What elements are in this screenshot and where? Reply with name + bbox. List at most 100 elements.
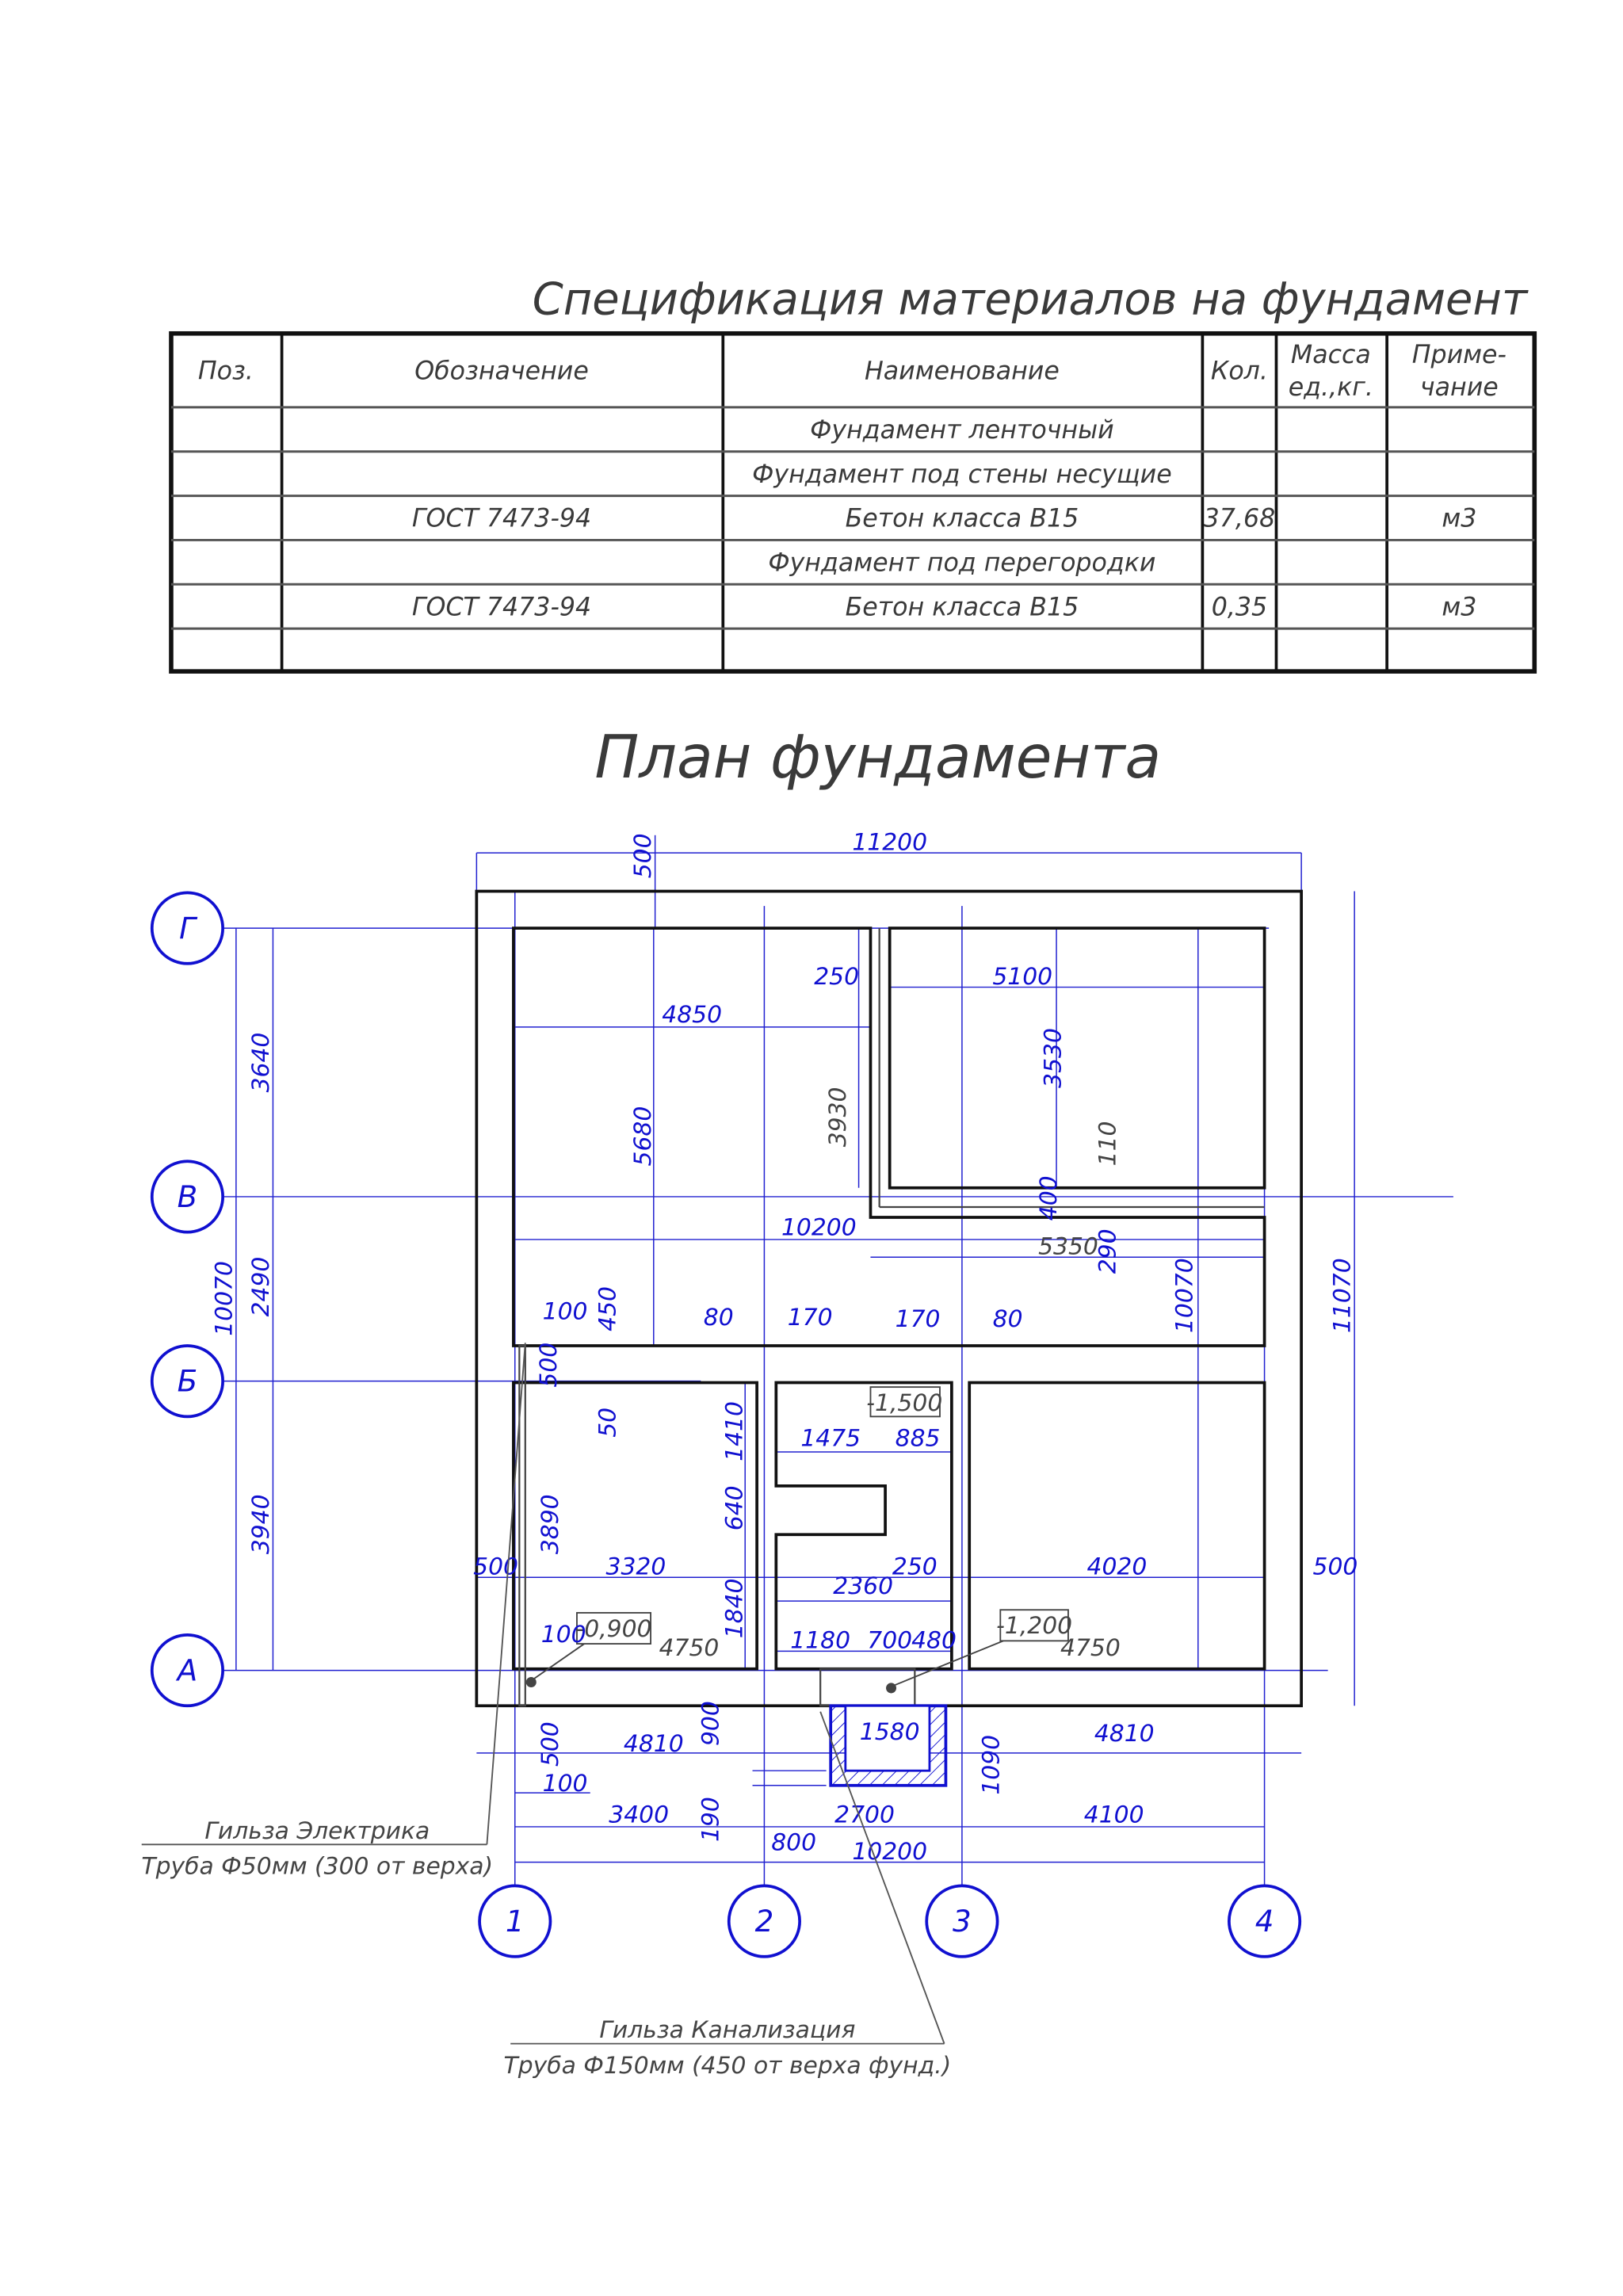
dim-label: 250 xyxy=(892,1553,938,1581)
sewer-pit xyxy=(829,1704,948,1787)
dim-label: 3530 xyxy=(1040,1028,1067,1088)
row-5-note: м3 xyxy=(1442,593,1476,621)
axis-col-2: 2 xyxy=(727,1884,801,1958)
foundation-outline xyxy=(475,889,1303,1708)
spec-title: Спецификация материалов на фундамент xyxy=(533,274,1529,326)
dim-label: 700 xyxy=(867,1627,912,1655)
dim-label: 3320 xyxy=(606,1553,666,1581)
svg-text:Труба Ф50мм (300 от верха): Труба Ф50мм (300 от верха) xyxy=(141,1853,493,1881)
dim-label: 2360 xyxy=(833,1572,893,1600)
dim-label: 480 xyxy=(911,1627,957,1655)
dim-label: 80 xyxy=(993,1305,1023,1333)
dim-label: 1180 xyxy=(790,1627,850,1655)
dim-label: 10070 xyxy=(210,1261,238,1336)
dim-label: 10070 xyxy=(1170,1258,1198,1333)
dim-label: 1580 xyxy=(860,1718,920,1746)
header-note-1: Приме- xyxy=(1412,341,1507,369)
dim-label: 10200 xyxy=(852,1838,927,1866)
dim-label: 500 xyxy=(537,1721,564,1767)
svg-text:Б: Б xyxy=(178,1364,198,1399)
row-3-qty: 37,68 xyxy=(1204,505,1276,533)
dim-label: 5680 xyxy=(629,1106,657,1167)
header-name: Наименование xyxy=(865,357,1060,385)
plan-title: План фундамента xyxy=(594,723,1161,792)
dim-label: 885 xyxy=(896,1425,941,1453)
header-pos: Поз. xyxy=(198,357,254,385)
dim-label: 800 xyxy=(771,1829,816,1857)
dim-label: 170 xyxy=(788,1304,833,1331)
dim-label: 80 xyxy=(704,1304,734,1331)
dim-label: 2490 xyxy=(247,1257,275,1317)
row-5-designation: ГОСТ 7473-94 xyxy=(412,593,591,621)
dim-label: 110 xyxy=(1094,1121,1122,1167)
header-note-2: чание xyxy=(1420,373,1499,402)
dim-label: 500 xyxy=(535,1343,563,1388)
row-3-note: м3 xyxy=(1442,505,1476,533)
dim-label: 50 xyxy=(594,1408,621,1438)
dim-label: 100 xyxy=(543,1770,588,1797)
dim-label: 3890 xyxy=(537,1494,564,1554)
svg-text:В: В xyxy=(178,1179,198,1214)
row-4-name: Фундамент под перегородки xyxy=(768,549,1155,578)
axis-row-A: А xyxy=(150,1633,224,1708)
dim-label: 5100 xyxy=(992,963,1052,991)
dim-label: 3940 xyxy=(247,1494,275,1554)
header-qty: Кол. xyxy=(1211,357,1268,385)
header-mass-1: Масса xyxy=(1291,341,1371,369)
row-5-qty: 0,35 xyxy=(1212,593,1267,621)
dim-label: 4810 xyxy=(1094,1720,1155,1748)
svg-text:Г: Г xyxy=(179,911,198,946)
dim-label: 4020 xyxy=(1087,1553,1148,1581)
svg-text:А: А xyxy=(176,1653,197,1688)
dim-label: 11200 xyxy=(852,828,927,856)
row-3-designation: ГОСТ 7473-94 xyxy=(412,505,591,533)
room-top-right xyxy=(888,926,1266,1190)
dim-label: 11070 xyxy=(1329,1258,1357,1333)
dim-label: 5350 xyxy=(1038,1233,1098,1261)
room-bottom-right xyxy=(968,1381,1266,1671)
dim-label: 4750 xyxy=(659,1634,720,1662)
svg-text:3: 3 xyxy=(953,1904,972,1939)
svg-text:Труба Ф150мм (450 от верха фун: Труба Ф150мм (450 от верха фунд.) xyxy=(504,2052,952,2080)
svg-text:-1,500: -1,500 xyxy=(866,1389,942,1417)
dim-label: 4850 xyxy=(662,1001,722,1029)
dim-label: 500 xyxy=(1313,1553,1358,1581)
dim-label: 500 xyxy=(629,833,657,878)
level-mark-0900: -0,900 xyxy=(525,1612,652,1687)
svg-text:Гильза Канализация: Гильза Канализация xyxy=(599,2016,855,2044)
dim-label: 640 xyxy=(720,1485,748,1530)
room-bottom-middle xyxy=(774,1381,953,1671)
row-5-name: Бетон класса B15 xyxy=(846,593,1079,621)
svg-text:Гильза Электрика: Гильза Электрика xyxy=(204,1817,430,1845)
dim-label: 290 xyxy=(1094,1228,1122,1274)
axis-col-3: 3 xyxy=(925,1884,999,1958)
dim-label: 1840 xyxy=(720,1579,748,1639)
dim-label: 10200 xyxy=(781,1213,857,1241)
dim-label: 500 xyxy=(473,1553,518,1581)
dim-label: 1475 xyxy=(800,1425,861,1453)
axis-row-V: В xyxy=(150,1159,224,1234)
dim-label: 3400 xyxy=(609,1801,669,1828)
axis-col-4: 4 xyxy=(1228,1884,1302,1958)
dim-label: 900 xyxy=(697,1701,725,1746)
dim-label: 170 xyxy=(896,1305,941,1333)
dim-label: 4750 xyxy=(1060,1634,1121,1662)
electric-sleeve-note: Гильза Электрика Труба Ф50мм (300 от вер… xyxy=(141,1343,526,1881)
dim-label: 4810 xyxy=(624,1730,684,1758)
axis-row-G: Г xyxy=(150,891,224,965)
header-mass-2: ед.,кг. xyxy=(1289,373,1373,402)
axis-grid-lines xyxy=(223,835,1453,1886)
dim-label: 400 xyxy=(1035,1175,1063,1221)
dim-label: 1410 xyxy=(720,1401,748,1461)
room-bottom-left xyxy=(512,1381,758,1671)
axis-col-1: 1 xyxy=(478,1884,552,1958)
dim-label: 1090 xyxy=(977,1735,1005,1795)
room-top-left xyxy=(512,926,1266,1347)
row-2-name: Фундамент под стены несущие xyxy=(752,460,1172,489)
row-1-name: Фундамент ленточный xyxy=(810,416,1114,445)
svg-text:2: 2 xyxy=(755,1904,774,1939)
dim-label: 100 xyxy=(543,1297,588,1325)
svg-text:-1,200: -1,200 xyxy=(996,1612,1072,1640)
dim-label: 190 xyxy=(697,1797,725,1842)
